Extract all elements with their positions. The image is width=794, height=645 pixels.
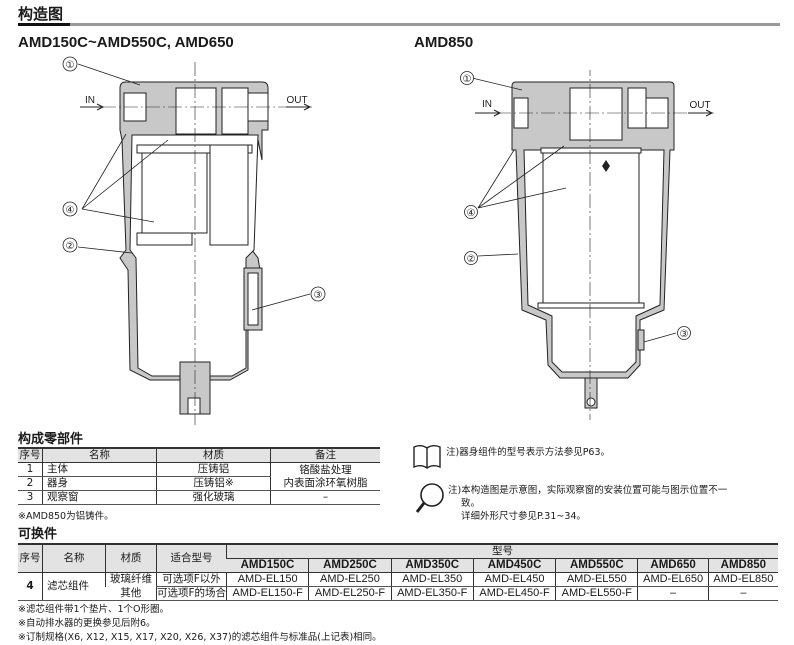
cell-material: 强化玻璃 <box>156 490 271 505</box>
col-fit: 适合型号 <box>155 544 227 573</box>
col-material: 材质 <box>156 448 271 463</box>
table-row: 4 滤芯组件 玻璃纤维 可选项F以外 AMD-EL150 AMD-EL250 A… <box>18 572 778 601</box>
col-model: AMD550C <box>555 558 638 573</box>
callout-4: ④ <box>467 208 476 219</box>
title-rule <box>18 23 780 26</box>
cell-part-no: AMD-EL150 <box>226 572 309 587</box>
in-label: IN <box>85 95 95 106</box>
cell-name: 器身 <box>42 476 157 491</box>
col-model: AMD350C <box>390 558 474 573</box>
footnote: ※自动排水器的更换参见后附6。 <box>18 618 156 629</box>
cell-name: 主体 <box>42 462 157 477</box>
table-row: 3 观察窗 强化玻璃 – <box>18 490 380 505</box>
replacement-table: 序号 名称 材质 适合型号 型号 AMD150C AMD250C AMD350C… <box>18 543 778 601</box>
cell-part-no: AMD-EL550-F <box>555 586 638 601</box>
title-rule-accent <box>18 23 70 26</box>
callout-2: ② <box>66 241 75 252</box>
cell-no: 2 <box>18 476 43 491</box>
cell-remark: – <box>270 490 380 505</box>
note-line: 致。 <box>461 498 481 509</box>
cell-part-no: AMD-EL350-F <box>390 586 474 601</box>
remark-line: 内表面涂环氧树脂 <box>283 476 368 489</box>
col-model: AMD650 <box>637 558 709 573</box>
out-label: OUT <box>689 100 710 111</box>
col-material: 材质 <box>105 544 157 573</box>
callout-2: ② <box>467 254 476 265</box>
col-model: AMD850 <box>707 558 778 573</box>
book-icon <box>413 445 441 469</box>
col-model: AMD250C <box>308 558 392 573</box>
cell-material: 压铸铝※ <box>156 476 271 491</box>
diagram-amd150c-650: ① ④ ② ③ IN OUT <box>62 56 326 425</box>
cell-name: 滤芯组件 <box>42 572 106 601</box>
cell-no: 4 <box>18 572 43 601</box>
out-label: OUT <box>286 95 307 106</box>
cell-fit: 可选项F的场合 <box>155 586 227 601</box>
col-model: AMD150C <box>226 558 309 573</box>
cell-remark-merged: 铬酸盐处理内表面涂环氧树脂 <box>270 462 380 491</box>
callout-4: ④ <box>66 205 75 216</box>
cell-part-no: AMD-EL350 <box>390 572 474 587</box>
cell-part-no: – <box>637 586 709 601</box>
diagram-amd850: ① ④ ② ③ IN OUT <box>460 70 715 420</box>
footnote: ※滤芯组件带1个垫片、1个O形圈。 <box>18 604 170 615</box>
magnifier-icon <box>415 483 444 513</box>
replacement-footnotes: ※滤芯组件带1个垫片、1个O形圈。 ※自动排水器的更换参见后附6。 ※订制规格(… <box>18 603 382 645</box>
cell-part-no: AMD-EL450-F <box>472 586 556 601</box>
section-title: 构造图 <box>18 5 64 23</box>
remark-line: 铬酸盐处理 <box>299 463 352 476</box>
callout-3: ③ <box>680 329 689 340</box>
table-row: 其他 可选项F的场合 AMD-EL150-F AMD-EL250-F AMD-E… <box>18 586 778 601</box>
parts-table: 序号 名称 材质 备注 1 主体 压铸铝 铬酸盐处理内表面涂环氧树脂 2 器身 … <box>18 447 380 505</box>
cell-material: 其他 <box>105 586 157 601</box>
parts-footnote: ※AMD850为铝铸件。 <box>18 511 114 522</box>
parts-title: 构成零部件 <box>18 432 84 447</box>
diagram-title-right: AMD850 <box>414 34 474 51</box>
replacement-title: 可换件 <box>18 527 58 542</box>
cell-part-no: AMD-EL550 <box>555 572 638 587</box>
callout-3: ③ <box>314 290 323 301</box>
cell-part-no: AMD-EL250 <box>308 572 392 587</box>
col-no: 序号 <box>18 448 43 463</box>
table-row: 1 主体 压铸铝 铬酸盐处理内表面涂环氧树脂 <box>18 462 380 491</box>
book-note: 注)器身组件的型号表示方法参见P63。 <box>446 447 611 458</box>
cell-part-no: AMD-EL850 <box>707 572 778 587</box>
col-model: AMD450C <box>472 558 556 573</box>
cell-part-no: AMD-EL650 <box>637 572 709 587</box>
callout-1: ① <box>463 74 472 85</box>
in-label: IN <box>482 99 492 110</box>
cell-no: 1 <box>18 462 43 477</box>
cell-fit: 可选项F以外 <box>155 572 227 587</box>
col-name: 名称 <box>42 544 106 573</box>
col-remark: 备注 <box>270 448 380 463</box>
cell-name: 观察窗 <box>42 490 157 505</box>
footnote: ※订制规格(X6, X12, X15, X17, X20, X26, X37)的… <box>18 632 382 643</box>
cell-part-no: AMD-EL150-F <box>226 586 309 601</box>
magnifier-note: 注)本构造图是示意图，实际观察窗的安装位置可能与图示位置不一 致。 详细外形尺寸… <box>448 484 727 523</box>
note-line: 详细外形尺寸参见P.31~34。 <box>461 511 586 522</box>
cell-part-no: AMD-EL450 <box>472 572 556 587</box>
cell-material: 压铸铝 <box>156 462 271 477</box>
col-model-group: 型号 <box>226 544 778 559</box>
col-name: 名称 <box>42 448 157 463</box>
cell-no: 3 <box>18 490 43 505</box>
table-row: 2 器身 压铸铝※ <box>18 476 380 491</box>
cell-part-no: AMD-EL250-F <box>308 586 392 601</box>
col-no: 序号 <box>18 544 43 573</box>
diagram-title-left: AMD150C~AMD550C, AMD650 <box>18 34 234 51</box>
cell-part-no: – <box>707 586 778 601</box>
note-line: 注)本构造图是示意图，实际观察窗的安装位置可能与图示位置不一 <box>448 485 728 496</box>
cell-material: 玻璃纤维 <box>105 572 157 587</box>
callout-1: ① <box>66 60 75 71</box>
